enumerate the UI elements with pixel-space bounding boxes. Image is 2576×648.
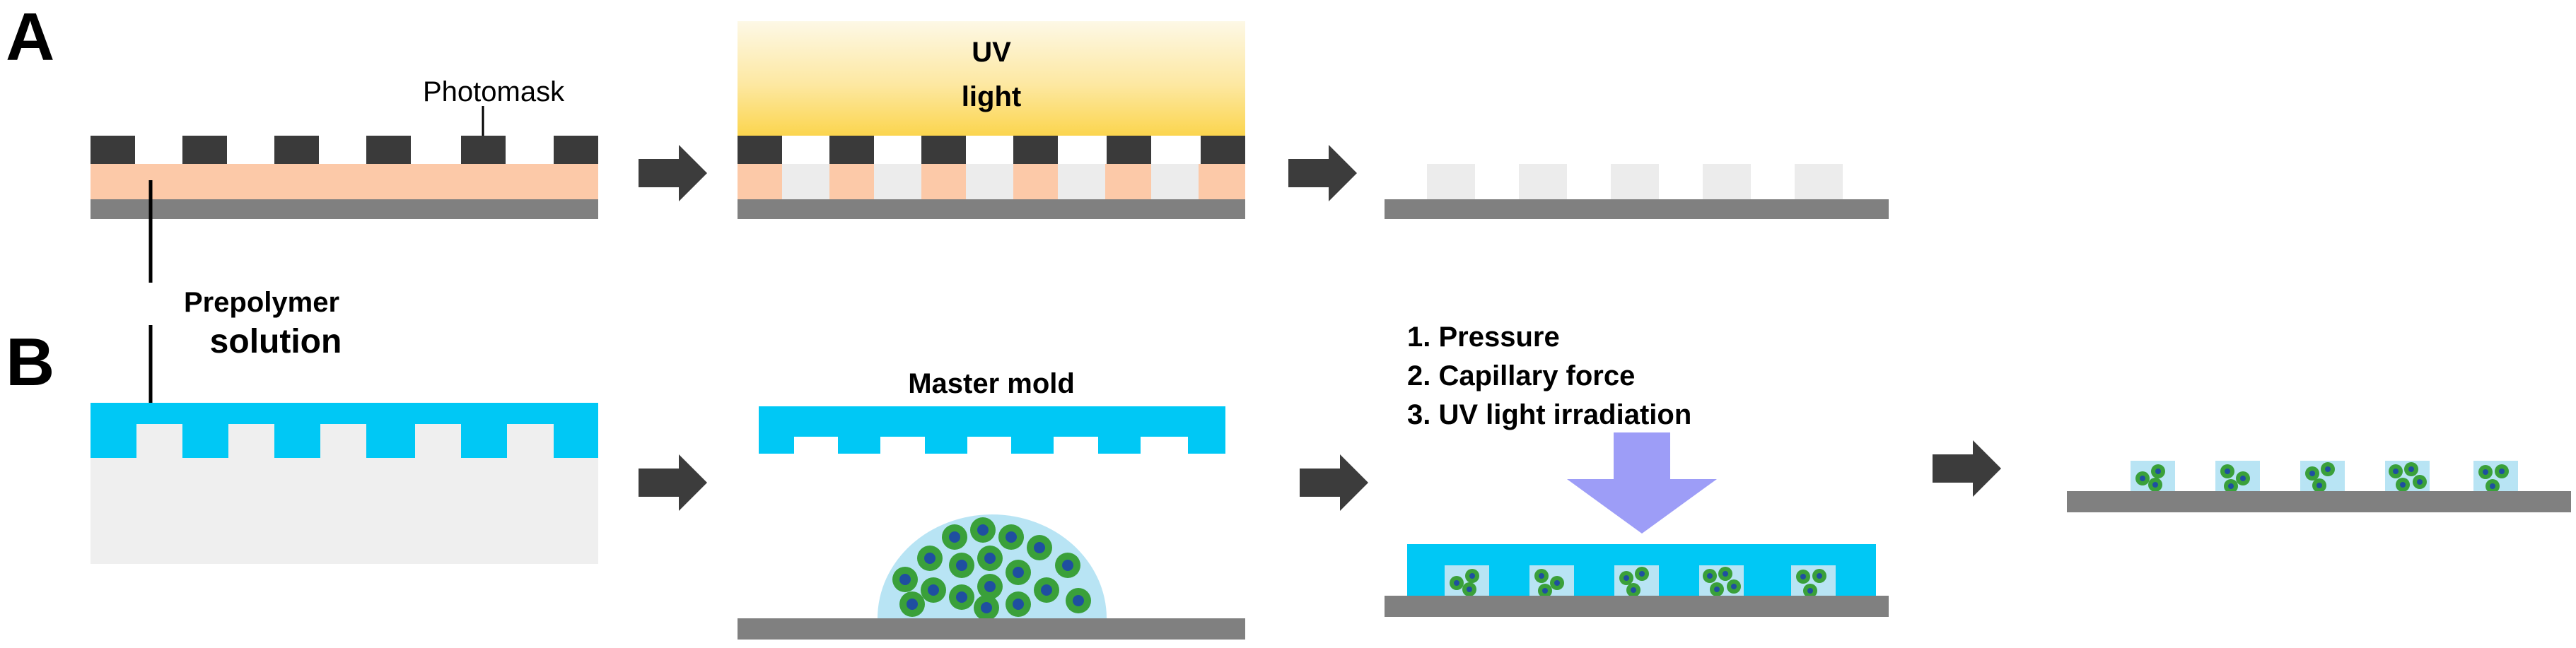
process-arrow bbox=[1300, 454, 1368, 511]
step-a3-developed-pattern bbox=[1385, 164, 1889, 219]
prepolymer-film bbox=[91, 164, 598, 199]
microgel bbox=[1445, 565, 1489, 596]
master-mold-label: Master mold bbox=[908, 368, 1075, 399]
step-3-label: 3. UV light irradiation bbox=[1407, 399, 1691, 430]
uv-light-label-line1: UV bbox=[972, 37, 1011, 68]
cell bbox=[899, 591, 925, 617]
cell-cluster bbox=[892, 517, 1091, 620]
cell bbox=[917, 546, 943, 571]
microgel bbox=[2215, 461, 2260, 493]
substrate bbox=[91, 199, 598, 219]
process-arrow bbox=[639, 454, 707, 511]
molded-cell-microgels bbox=[2131, 461, 2518, 493]
cell bbox=[974, 595, 999, 620]
microgel bbox=[1699, 565, 1744, 596]
step-b2-master-mold-and-cells: Master mold bbox=[738, 368, 1245, 640]
cell bbox=[1027, 535, 1052, 560]
microgel bbox=[2300, 461, 2345, 493]
photomask bbox=[91, 136, 598, 164]
prepolymer-label-line1: Prepolymer bbox=[184, 287, 339, 318]
cell bbox=[1034, 577, 1059, 603]
step-2-label: 2. Capillary force bbox=[1407, 360, 1635, 391]
microgel bbox=[2473, 461, 2518, 493]
cell bbox=[970, 517, 996, 543]
process-arrow bbox=[639, 145, 707, 201]
prepolymer-label-line2: solution bbox=[210, 323, 342, 360]
process-arrow bbox=[1288, 145, 1357, 201]
molded-cell-microgels bbox=[1445, 565, 1836, 598]
cell bbox=[998, 524, 1024, 550]
step-1-label: 1. Pressure bbox=[1407, 322, 1560, 353]
cell bbox=[892, 567, 918, 592]
cell bbox=[921, 577, 946, 603]
cell bbox=[1006, 591, 1031, 617]
pdms-layer bbox=[91, 403, 598, 458]
microgel bbox=[2385, 461, 2430, 492]
panel-a-letter: A bbox=[6, 0, 54, 75]
pressure-arrow bbox=[1567, 432, 1717, 534]
microgel bbox=[1614, 565, 1659, 597]
step-a2-uv-exposure: UV light bbox=[738, 21, 1245, 219]
panel-b-letter: B bbox=[6, 324, 54, 400]
substrate bbox=[1385, 199, 1889, 219]
cured-polymer-regions bbox=[1427, 164, 1843, 199]
step-b4-released-microgels bbox=[2067, 461, 2571, 512]
cell bbox=[977, 574, 1003, 599]
cell bbox=[1055, 553, 1080, 578]
cell bbox=[949, 584, 974, 610]
pdms-master-mold bbox=[759, 406, 1225, 454]
process-arrow bbox=[1933, 440, 2001, 497]
master-wafer-body bbox=[91, 424, 598, 564]
cell bbox=[942, 524, 967, 550]
photomask bbox=[738, 136, 1245, 164]
cell bbox=[1006, 560, 1031, 585]
photomask-label: Photomask bbox=[423, 76, 565, 107]
step-a1-photomask-alignment: Photomask bbox=[91, 76, 598, 283]
uv-light-glow bbox=[738, 21, 1245, 136]
microgel bbox=[1791, 565, 1836, 598]
substrate bbox=[1385, 596, 1889, 617]
microgel bbox=[2131, 461, 2175, 492]
substrate bbox=[738, 199, 1245, 219]
step-b1-pdms-casting: Prepolymer solution bbox=[91, 287, 598, 564]
substrate bbox=[2067, 491, 2571, 512]
uv-light-label-line2: light bbox=[962, 81, 1021, 112]
step-b3-molding: 1. Pressure 2. Capillary force 3. UV lig… bbox=[1385, 322, 1889, 617]
cured-polymer-regions bbox=[782, 164, 1199, 199]
cell bbox=[949, 553, 974, 578]
cell bbox=[1066, 588, 1091, 613]
microgel bbox=[1529, 565, 1574, 598]
cell bbox=[977, 546, 1003, 571]
substrate bbox=[738, 618, 1245, 640]
